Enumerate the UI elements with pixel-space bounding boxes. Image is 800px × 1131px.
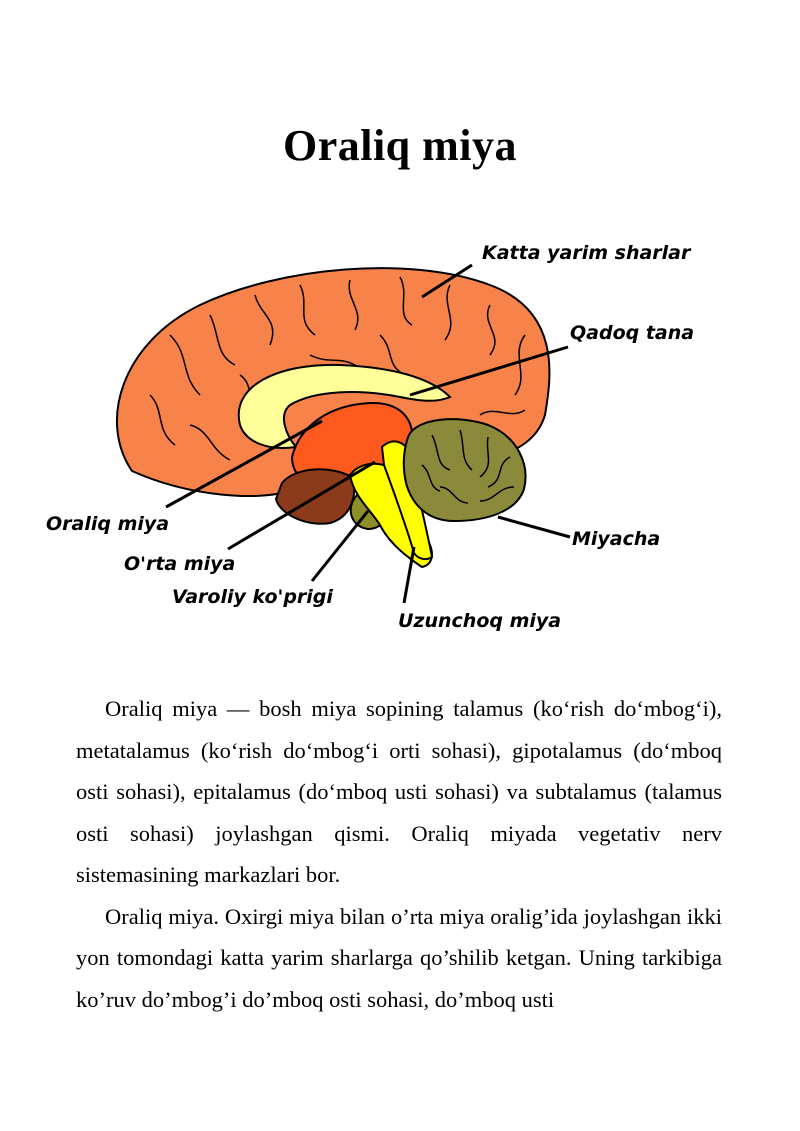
- cerebellum-folia: [421, 429, 515, 504]
- label-uzunchoq-miya: Uzunchoq miya: [398, 610, 561, 632]
- label-orta-miya: O'rta miya: [124, 553, 235, 575]
- label-miyacha: Miyacha: [572, 528, 660, 550]
- paragraph-1: Oraliq miya — bosh miya sopining talamus…: [76, 696, 722, 887]
- brain-diagram-svg: Katta yarim sharlar Qadoq tana Oraliq mi…: [46, 242, 694, 632]
- label-qadoq-tana: Qadoq tana: [570, 322, 694, 344]
- paragraph-2: Oraliq miya. Oxirgi miya bilan o’rta miy…: [76, 903, 722, 1012]
- label-oraliq-miya: Oraliq miya: [46, 513, 169, 535]
- body-text: Oraliq miya — bosh miya sopining talamus…: [76, 688, 722, 1020]
- label-katta-yarim-sharlar: Katta yarim sharlar: [482, 242, 692, 264]
- label-varoliy-koprigi: Varoliy ko'prigi: [172, 586, 333, 608]
- leader-lines: [165, 263, 571, 604]
- brain-diagram: Katta yarim sharlar Qadoq tana Oraliq mi…: [40, 225, 760, 645]
- page-title: Oraliq miya: [282, 121, 518, 170]
